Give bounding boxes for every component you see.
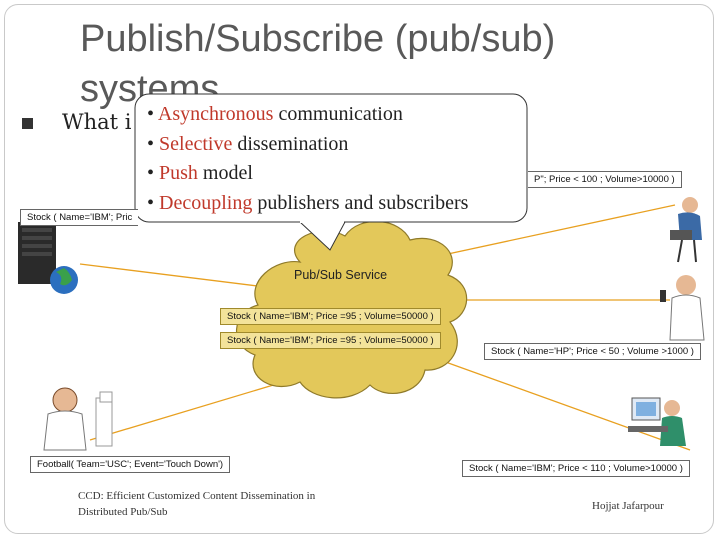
callout-item-3: • Push model <box>147 162 253 184</box>
callout-rest: publishers and subscribers <box>252 192 469 214</box>
subscription-bottom-right: Stock ( Name='IBM'; Price < 110 ; Volume… <box>462 460 690 477</box>
bullet-text: What i <box>62 110 132 134</box>
subscription-top-right: P"; Price < 100 ; Volume>10000 ) <box>528 171 682 188</box>
server-icon <box>18 222 78 294</box>
callout-rest: dissemination <box>232 133 349 155</box>
cloud-message-2: Stock ( Name='IBM'; Price =95 ; Volume=5… <box>220 332 441 349</box>
subscription-right-middle: Stock ( Name='HP'; Price < 50 ; Volume >… <box>484 343 701 360</box>
subscriber-desktop-icon <box>628 397 686 446</box>
subscription-bottom-left: Football( Team='USC'; Event='Touch Down'… <box>30 456 231 473</box>
slide-frame <box>4 4 714 534</box>
cloud-message-1: Stock ( Name='IBM'; Price =95 ; Volume=5… <box>220 308 441 325</box>
bullet-marker <box>22 118 33 129</box>
footer-citation: CCD: Efficient Customized Content Dissem… <box>78 488 315 520</box>
subscriber-desk-icon <box>43 387 113 451</box>
callout-item-4: • Decoupling publishers and subscribers <box>147 192 469 214</box>
callout-highlight: Asynchronous <box>157 103 274 125</box>
publication-left: Stock ( Name='IBM'; Pric <box>20 209 139 226</box>
callout-highlight: Selective <box>159 133 233 155</box>
footer-author: Hojjat Jafarpour <box>592 500 664 512</box>
connector-lines <box>79 204 691 451</box>
callout-highlight: Decoupling <box>159 192 253 214</box>
callout-rest: communication <box>273 103 403 125</box>
service-label: Pub/Sub Service <box>294 268 388 282</box>
citation-line-1: CCD: Efficient Customized Content Dissem… <box>78 490 316 502</box>
subscriber-phone-icon <box>660 275 705 341</box>
callout-rest: model <box>197 162 253 184</box>
subscriber-laptop-icon <box>670 197 702 263</box>
citation-line-2: Distributed Pub/Sub <box>78 506 168 518</box>
callout-item-2: • Selective dissemination <box>147 133 349 155</box>
callout-item-1: • Asynchronous communication <box>147 103 403 125</box>
callout-highlight: Push <box>159 162 198 184</box>
